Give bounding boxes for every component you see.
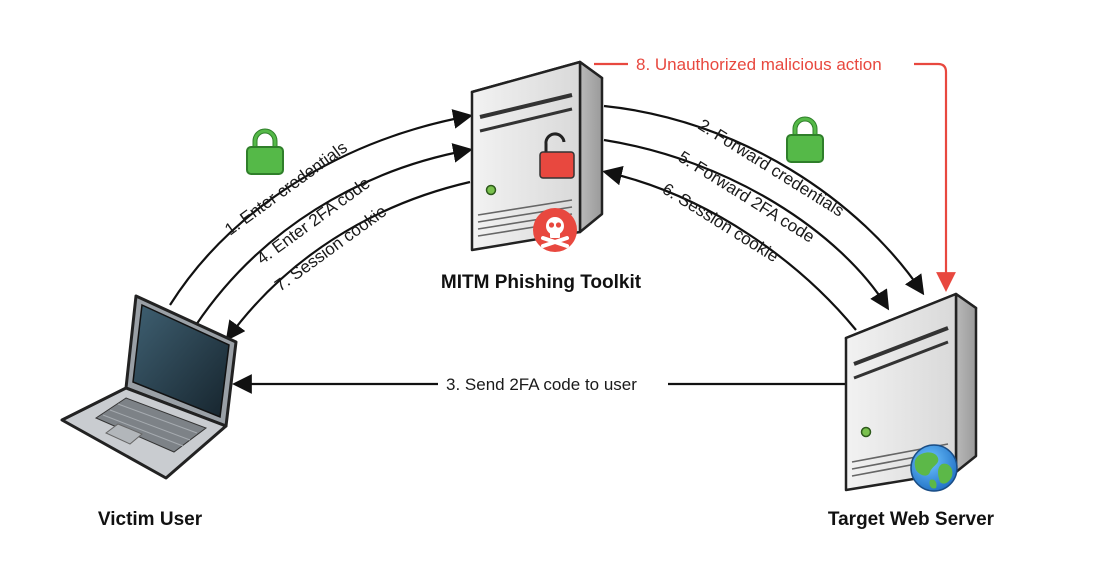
target-server bbox=[844, 292, 978, 492]
flow-label-1: 1. Enter credentials bbox=[221, 138, 351, 239]
flow-label-6: 6. Session cookie bbox=[659, 179, 782, 266]
server-label: Target Web Server bbox=[828, 509, 995, 530]
flow-arrow-6 bbox=[602, 165, 857, 331]
flow-label-3: 3. Send 2FA code to user bbox=[446, 375, 637, 394]
lock-closed-icon bbox=[246, 128, 284, 175]
victim-label: Victim User bbox=[98, 509, 203, 530]
flow-arrow-4 bbox=[195, 143, 473, 326]
flow-arrow-2 bbox=[603, 104, 925, 296]
skull-crossbones-icon bbox=[533, 208, 577, 252]
mitm-label: MITM Phishing Toolkit bbox=[441, 272, 642, 293]
flow-arrow-1 bbox=[169, 109, 473, 306]
flow-label-8: 8. Unauthorized malicious action bbox=[636, 55, 882, 74]
globe-icon bbox=[910, 444, 958, 492]
flow-arrow-8 bbox=[594, 62, 946, 288]
lock-open-icon bbox=[539, 132, 575, 179]
lock-closed-icon bbox=[786, 116, 824, 163]
server-icon bbox=[844, 292, 978, 492]
flow-arrow-5 bbox=[603, 138, 890, 311]
laptop-icon bbox=[60, 294, 238, 480]
mitm-server bbox=[470, 60, 604, 252]
server-icon bbox=[470, 60, 604, 252]
flow-arrow-7 bbox=[225, 180, 471, 342]
